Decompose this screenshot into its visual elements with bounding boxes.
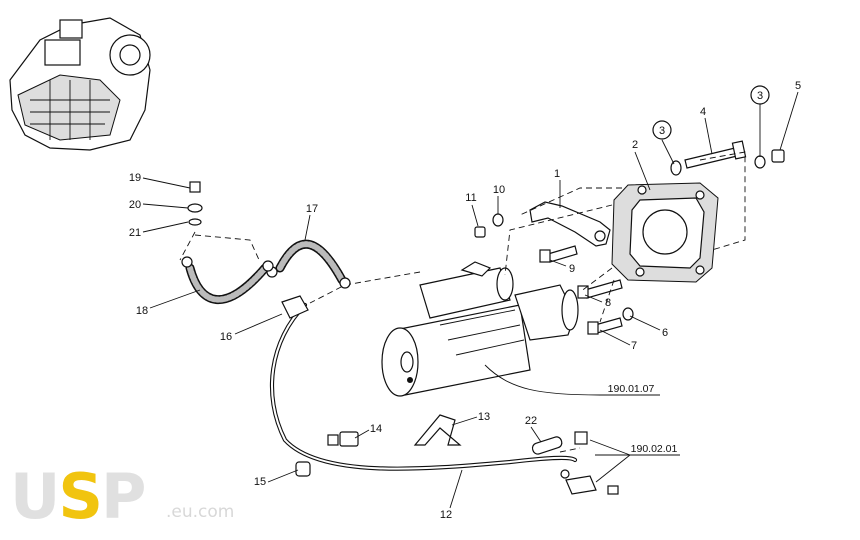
braided-strap bbox=[266, 239, 351, 289]
callout-20: 20 bbox=[129, 199, 141, 211]
circled-callout-3b bbox=[750, 85, 770, 105]
callout-2: 2 bbox=[632, 139, 638, 151]
callout-13: 13 bbox=[478, 411, 490, 423]
callout-11: 11 bbox=[465, 192, 476, 204]
callout-7: 7 bbox=[631, 340, 637, 352]
callout-18: 18 bbox=[136, 305, 148, 317]
starter-motor bbox=[381, 261, 579, 397]
bolt-4 bbox=[684, 140, 747, 169]
callout-15: 15 bbox=[254, 476, 266, 488]
clip bbox=[413, 414, 462, 446]
usp-logo: USP .eu.com bbox=[10, 462, 250, 532]
screw-7 bbox=[587, 317, 623, 335]
callout-12: 12 bbox=[440, 509, 452, 521]
callout-16: 16 bbox=[220, 331, 232, 343]
logo-domain: .eu.com bbox=[166, 502, 235, 522]
callout-4: 4 bbox=[700, 106, 706, 118]
flange-plate bbox=[611, 182, 719, 283]
assembly-lines bbox=[179, 151, 746, 453]
reference-190-02-01: 190.02.01 bbox=[631, 443, 678, 455]
callout-17: 17 bbox=[306, 203, 318, 215]
ground-strap bbox=[181, 256, 274, 304]
engine-thumbnail bbox=[9, 17, 151, 151]
battery-cable bbox=[269, 295, 578, 471]
reference-190-01-07: 190.01.07 bbox=[608, 383, 655, 395]
callout-3a: 3 bbox=[659, 125, 665, 137]
bracket bbox=[529, 201, 611, 247]
callout-14: 14 bbox=[370, 423, 382, 435]
circled-callout-3a bbox=[652, 120, 672, 140]
sleeve-and-terminal bbox=[531, 431, 619, 495]
callout-8: 8 bbox=[605, 297, 611, 309]
callout-3b: 3 bbox=[757, 90, 763, 102]
callout-6: 6 bbox=[662, 327, 668, 339]
callout-22: 22 bbox=[525, 415, 537, 427]
leader-lines bbox=[142, 91, 799, 509]
washers-nuts bbox=[187, 149, 785, 477]
callout-19: 19 bbox=[129, 172, 141, 184]
callout-21: 21 bbox=[129, 227, 141, 239]
callout-9: 9 bbox=[569, 263, 575, 275]
callout-1: 1 bbox=[554, 168, 560, 180]
callout-10: 10 bbox=[493, 184, 505, 196]
logo-wordmark: USP bbox=[10, 460, 146, 533]
screw-9 bbox=[539, 245, 578, 263]
callout-5: 5 bbox=[795, 80, 801, 92]
